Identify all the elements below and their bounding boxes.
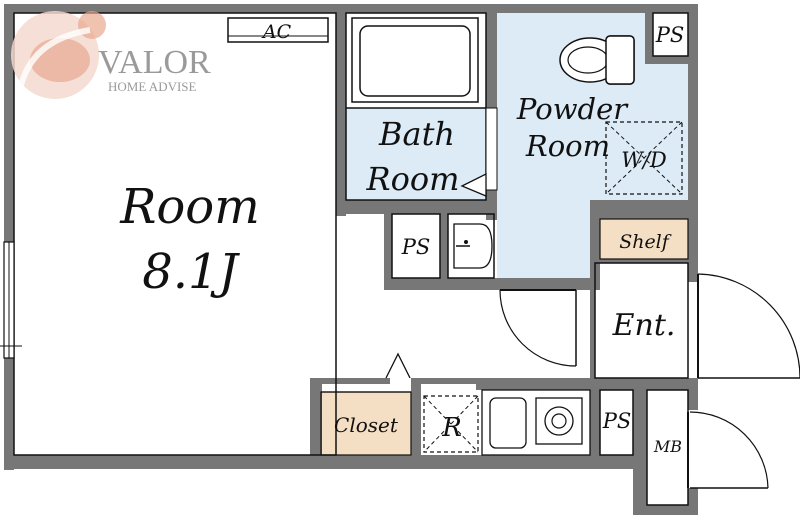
shelf-outline [599,218,689,260]
closet-label: Closet [334,413,399,437]
main-room-label: Room [119,179,259,235]
walls [4,4,698,515]
bath-room-label-2: Room [366,160,460,198]
air-conditioner: AC [227,17,329,43]
toilet [559,35,635,85]
bathtub [351,17,479,103]
brand-name: VALOR [98,44,211,81]
powder-room-label-1: Powder [516,92,629,126]
meter-box-label: MB [653,437,682,456]
powder-room-door [499,289,577,367]
ps-top-label: PS [655,23,685,47]
kitchen-counter [481,389,591,456]
powder-room-floor [497,12,688,278]
refrigerator-space: R [423,395,479,453]
ps-mid-label: PS [401,235,431,259]
entrance-door [697,273,800,379]
bath-room-floor [346,108,486,200]
main-room-size: 8.1J [142,244,240,300]
fridge-label: R [441,413,462,443]
washer-label: W/D [621,148,667,172]
ps-bottom-label: PS [602,409,632,433]
meter-box-door [687,411,769,489]
bath-door [460,107,498,197]
left-window [0,241,22,359]
wall-outlines [13,12,689,506]
entry-arrow-icon [385,352,411,379]
wash-basin [453,223,493,269]
ac-label: AC [261,21,292,43]
brand-logo: VALOR HOME ADVISE [11,11,211,99]
bath-room-label-1: Bath [378,115,455,153]
shelf-label: Shelf [619,231,672,253]
shelf-area [600,219,688,259]
powder-room-label-2: Room [525,129,610,163]
brand-tagline: HOME ADVISE [108,79,197,94]
washer-dryer-space: W/D [605,121,683,195]
entrance-label: Ent. [612,308,676,343]
